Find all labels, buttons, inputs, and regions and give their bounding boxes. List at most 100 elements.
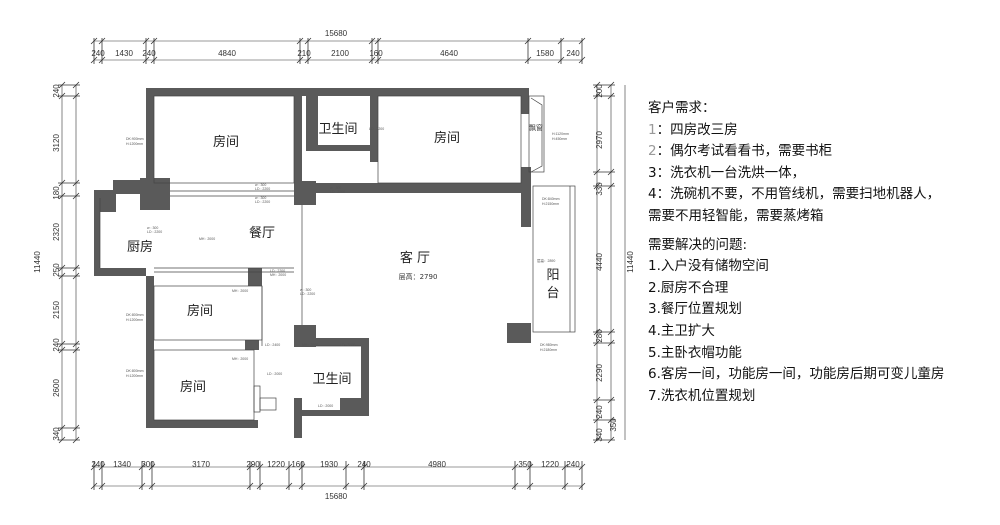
label-bedroom-bottom: 房间 <box>180 379 206 395</box>
svg-text:LD : 2000: LD : 2000 <box>318 404 333 408</box>
requirement-2-text: ：偶尔考试看看书，需要书柜 <box>656 143 833 160</box>
dim-right-col-outer: 350 <box>609 418 618 432</box>
svg-text:H:1200mm: H:1200mm <box>126 142 143 146</box>
problems-title: 需要解决的问题: <box>648 236 748 253</box>
tiny-annotations: DK:900mm H:1200mm LD : 2200 H:1120mm H:4… <box>126 127 569 408</box>
requirement-1-text: ：四房改三房 <box>656 121 738 138</box>
svg-text:H:450mm: H:450mm <box>552 137 567 141</box>
svg-text:w : 300: w : 300 <box>300 288 311 292</box>
dim-left-2: 180 <box>52 186 61 200</box>
dim-bottom-8: 240 <box>357 460 371 469</box>
problem-7: 7.洗衣机位置规划 <box>648 387 756 404</box>
label-bedroom-middle: 房间 <box>187 303 213 319</box>
dim-bottom-1: 1340 <box>113 460 131 469</box>
svg-text:DK:840mm: DK:840mm <box>542 197 560 201</box>
dim-bottom-12: 240 <box>566 460 580 469</box>
dim-right-0: 200 <box>595 84 604 98</box>
svg-text:DK:800mm: DK:800mm <box>126 369 144 373</box>
svg-text:DK:900mm: DK:900mm <box>126 137 144 141</box>
dim-total-top: 15680 <box>325 29 348 38</box>
dim-top-8: 1580 <box>536 49 554 58</box>
requirement-4-text: ：洗碗机不要，不用管线机，需要扫地机器人， <box>656 186 941 203</box>
svg-text:w : 300: w : 300 <box>330 186 341 190</box>
problem-1: 1.入户没有储物空间 <box>648 258 769 275</box>
dim-right-2: 330 <box>595 182 604 196</box>
label-balcony-1: 阳 <box>546 268 559 283</box>
dim-left-7: 2600 <box>52 379 61 397</box>
label-bathroom-top: 卫生间 <box>318 122 357 137</box>
dim-left-col: 240 3120 180 2320 250 2150 240 2600 340 <box>52 84 61 441</box>
label-living: 客 厅 <box>400 250 430 266</box>
svg-text:H:1120mm: H:1120mm <box>552 132 569 136</box>
svg-text:MH : 2000: MH : 2000 <box>232 289 248 293</box>
svg-text:LD : 2200: LD : 2200 <box>255 187 270 191</box>
svg-text:H:1200mm: H:1200mm <box>126 374 143 378</box>
dim-left-4: 250 <box>52 263 61 277</box>
svg-text:w : 300: w : 300 <box>255 196 266 200</box>
svg-text:MH : 2000: MH : 2000 <box>270 273 286 277</box>
dim-left-0: 240 <box>52 84 61 98</box>
requirement-3-num: 3 <box>648 164 657 181</box>
dim-left-8: 340 <box>52 427 61 441</box>
svg-text:LD : 2200: LD : 2200 <box>147 230 162 234</box>
problem-3: 3.餐厅位置规划 <box>648 301 742 318</box>
dim-top-4: 210 <box>297 49 311 58</box>
svg-text:w : 300: w : 300 <box>255 183 266 187</box>
dim-right-4: 280 <box>595 329 604 343</box>
svg-text:H:1200mm: H:1200mm <box>126 318 143 322</box>
svg-text:LD : 2400: LD : 2400 <box>265 343 280 347</box>
dim-top-2: 240 <box>142 49 156 58</box>
problem-2: 2.厨房不合理 <box>648 279 729 296</box>
dim-bottom-7: 1930 <box>320 460 338 469</box>
dim-bottom-9: 4980 <box>428 460 446 469</box>
dim-bottom-5: 1220 <box>267 460 285 469</box>
dim-top-1: 1430 <box>115 49 133 58</box>
label-bathroom-bottom: 卫生间 <box>312 372 351 387</box>
dim-left-5: 2150 <box>52 301 61 319</box>
dim-left-6: 240 <box>52 338 61 352</box>
walls <box>94 88 531 438</box>
svg-text:层高：2890: 层高：2890 <box>537 258 555 263</box>
dim-right-5: 2290 <box>595 364 604 382</box>
label-dining: 餐厅 <box>249 225 275 241</box>
dim-right-outer-0: 350 <box>609 418 618 432</box>
label-bedroom-top-right: 房间 <box>434 130 460 146</box>
room-labels: 房间 卫生间 房间 飘窗 厨房 餐厅 客 厅 层高：2790 阳 台 房间 房间… <box>127 122 560 395</box>
thin-lines <box>99 95 576 421</box>
problem-5: 5.主卧衣帽功能 <box>648 344 742 361</box>
svg-text:LD : 2200: LD : 2200 <box>270 269 285 273</box>
svg-text:LD : 2200: LD : 2200 <box>300 292 315 296</box>
svg-text:LD : 2000: LD : 2000 <box>267 372 282 376</box>
dim-bottom-11: 1220 <box>541 460 559 469</box>
requirement-4-num: 4 <box>648 186 657 203</box>
dim-total-right: 11440 <box>626 251 635 273</box>
dim-bottom-3: 3170 <box>192 460 210 469</box>
dim-left-3: 2320 <box>52 223 61 241</box>
dim-bottom-10: 350 <box>518 460 532 469</box>
requirements-title: 客户需求： <box>648 100 716 116</box>
dim-right-6: 240 <box>595 405 604 419</box>
requirement-3-text: ：洗衣机一台洗烘一体， <box>656 164 806 181</box>
dim-right-1: 2970 <box>595 131 604 149</box>
svg-text:H:2150mm: H:2150mm <box>542 202 559 206</box>
label-bedroom-top-left: 房间 <box>213 134 239 150</box>
requirement-1: 1：四房改三房 <box>648 120 993 142</box>
dim-top-0: 240 <box>91 49 105 58</box>
svg-text:MH : 2000: MH : 2000 <box>199 237 215 241</box>
dim-top-9: 240 <box>566 49 580 58</box>
dim-right-7: 340 <box>595 428 604 442</box>
dim-total-left: 11440 <box>33 251 42 273</box>
requirement-4-cont: 需要不用轻智能，需要蒸烤箱 <box>648 207 824 224</box>
svg-text:H:2180mm: H:2180mm <box>540 348 557 352</box>
svg-text:LD : 2200: LD : 2200 <box>255 200 270 204</box>
label-kitchen: 厨房 <box>127 239 153 255</box>
requirement-4: 4：洗碗机不要，不用管线机，需要扫地机器人， <box>648 184 993 206</box>
dim-left-1: 3120 <box>52 134 61 152</box>
dim-top-5: 2100 <box>331 49 349 58</box>
label-bay-window: 飘窗 <box>529 123 543 132</box>
svg-text:LD : 2200: LD : 2200 <box>330 190 345 194</box>
svg-text:MH : 2000: MH : 2000 <box>302 343 318 347</box>
svg-text:MH : 2000: MH : 2000 <box>232 357 248 361</box>
requirement-2-num: 2 <box>648 143 657 160</box>
label-living-height: 层高：2790 <box>399 272 438 281</box>
